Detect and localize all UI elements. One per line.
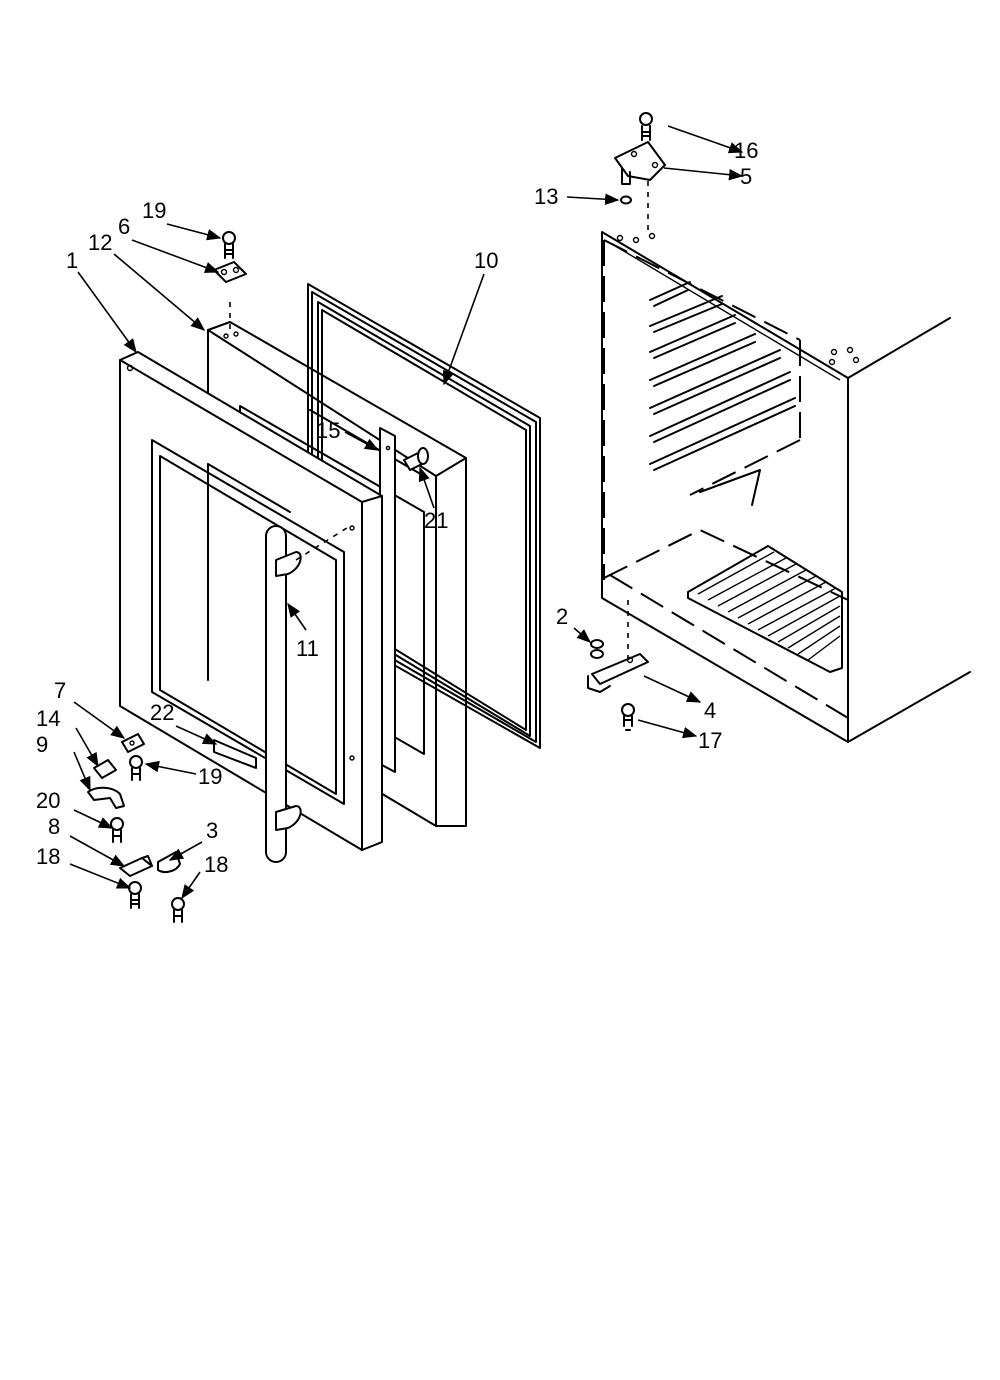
callout-2: 2 [556,604,568,629]
callout-20: 20 [36,788,60,813]
bottom-hinge-4 [587,653,649,693]
screw-18-left [128,881,142,909]
callout-1: 1 [66,248,78,273]
washer-13 [620,195,632,205]
screw-18-right [171,897,185,923]
callout-5: 5 [740,164,752,189]
handle-screw-21 [403,447,429,471]
callout-18-right: 18 [204,852,228,877]
callout-leaders [69,125,744,900]
callout-3: 3 [206,818,218,843]
callout-19-top: 19 [142,198,166,223]
callout-9: 9 [36,732,48,757]
callout-4: 4 [704,698,716,723]
hinge-cover-9 [87,786,125,809]
callout-17: 17 [698,728,722,753]
callout-7: 7 [54,678,66,703]
screw-17 [621,703,635,731]
callout-16: 16 [734,138,758,163]
callout-21: 21 [424,508,448,533]
callout-13: 13 [534,184,558,209]
shelf-rails [649,281,796,471]
bracket-7 [121,733,145,753]
door-handle-11 [265,525,351,863]
top-hinge-bracket-5 [614,141,666,185]
cover-3 [157,851,181,873]
callout-19-lower: 19 [198,764,222,789]
callout-labels: 16 5 13 2 4 17 19 6 12 1 10 15 21 11 7 2… [36,138,758,877]
bottom-hinge-8 [119,855,153,877]
door-top-screw-19 [222,231,236,259]
callout-18-left: 18 [36,844,60,869]
callout-10: 10 [474,248,498,273]
callout-14: 14 [36,706,60,731]
callout-12: 12 [88,230,112,255]
callout-22: 22 [150,700,174,725]
door-top-hinge-6 [213,261,247,283]
callout-11: 11 [296,636,319,661]
cabinet-body [601,170,971,743]
screw-19-lower [129,755,143,781]
outer-door-panel-1 [119,351,383,851]
callout-15: 15 [316,418,340,443]
top-hinge-screw-16 [639,112,653,141]
screw-20 [110,817,124,843]
callout-8: 8 [48,814,60,839]
washer-2 [590,639,604,659]
spacer-14 [93,759,117,779]
callout-6: 6 [118,214,130,239]
floor-grille [687,545,843,673]
